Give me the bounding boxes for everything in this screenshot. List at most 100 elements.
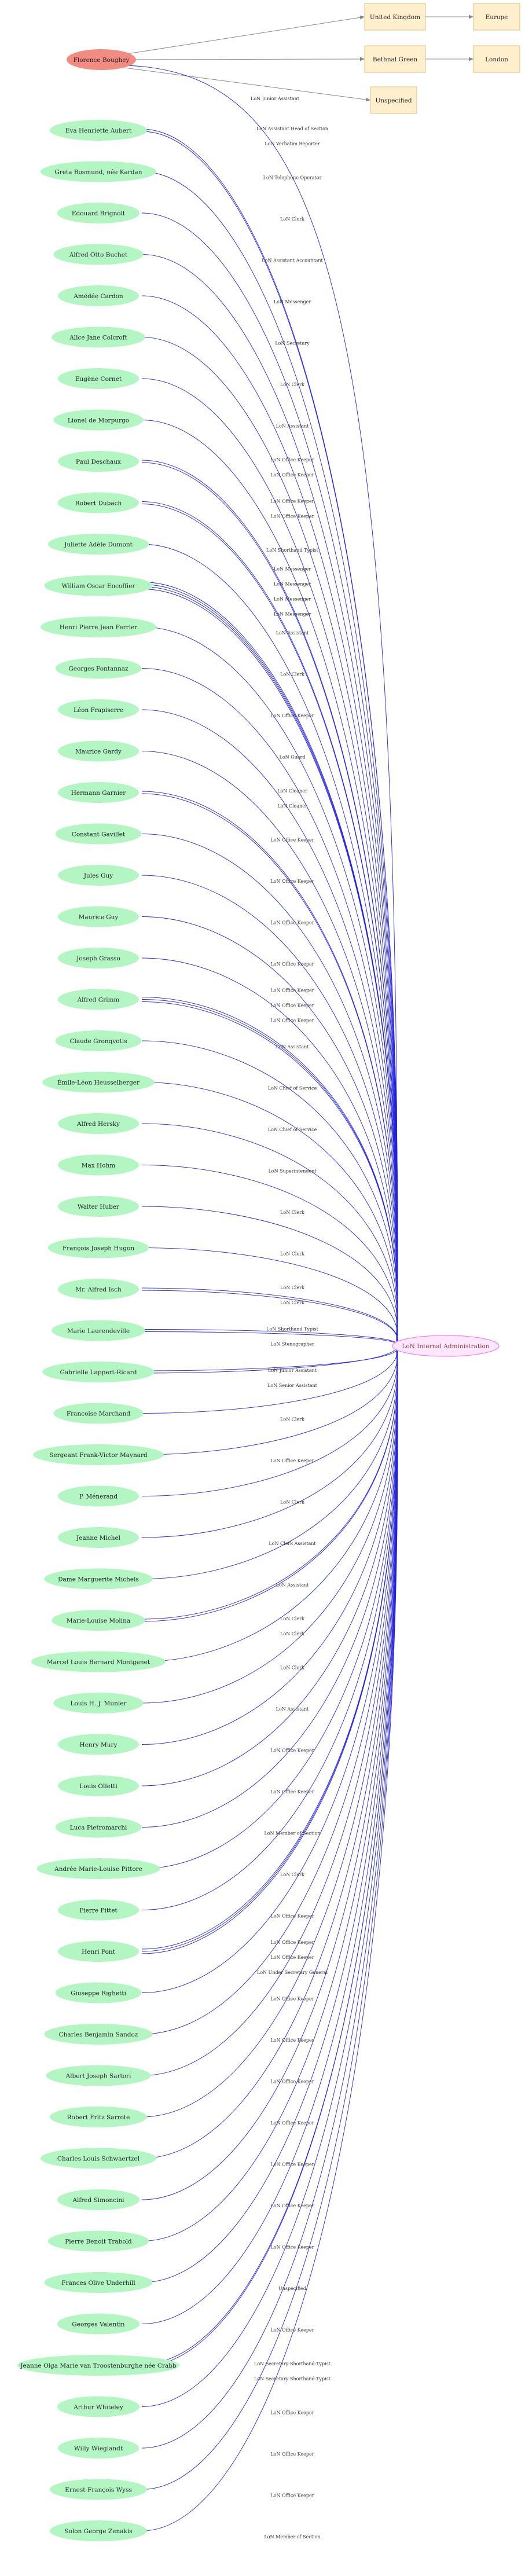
person-node-juliette-adele-dumont[interactable]	[47, 534, 149, 555]
person-node-charles-louis-schwaertzel[interactable]	[41, 2148, 156, 2169]
person-node-marie-laurendeville[interactable]	[52, 1320, 145, 1341]
person-node-label: Léon Frapiserre	[74, 707, 123, 714]
person-node-p-menerand[interactable]	[58, 1485, 139, 1507]
person-node-charles-benjamin-sandoz[interactable]	[44, 2024, 153, 2045]
person-node-henri-pont[interactable]	[58, 1941, 139, 1962]
person-node-pierre-pittet[interactable]	[58, 1899, 139, 1921]
edge-label: LoN Office Keeper	[270, 1955, 314, 1960]
person-node-greta-bosmund-nee-kardan[interactable]	[41, 161, 156, 182]
edge-mr-alfred-isch-to-center	[141, 1287, 398, 1345]
person-node-frances-olive-underhill[interactable]	[44, 2272, 153, 2293]
person-node-joseph-grasso[interactable]	[58, 948, 139, 968]
center-node[interactable]	[392, 1335, 500, 1357]
person-node-alfred-hersky[interactable]	[58, 1113, 139, 1134]
person-node-georges-valentin[interactable]	[57, 2313, 140, 2335]
edge-walter-huber-to-center	[141, 1206, 398, 1345]
person-node-dame-marguerite-michels[interactable]	[44, 1568, 153, 1590]
person-node-eugene-cornet[interactable]	[58, 368, 139, 389]
edge-francois-joseph-hugon-to-center	[141, 1247, 398, 1345]
person-node-maurice-gardy[interactable]	[58, 740, 139, 762]
person-node-louis-olletti[interactable]	[58, 1775, 139, 1796]
person-node-andree-marie-louise-pittore[interactable]	[36, 1858, 160, 1879]
person-node-louis-h-j-munier[interactable]	[53, 1693, 144, 1713]
edge-leon-frapiserre-to-center	[141, 709, 398, 1345]
person-node-sergeant-frank-victor-maynard[interactable]	[33, 1444, 164, 1465]
person-node-eva-henriette-aubert[interactable]	[50, 120, 147, 141]
person-node-arthur-whiteley[interactable]	[57, 2396, 140, 2417]
person-node-label: Claude Gronqvotis	[69, 1038, 127, 1045]
person-node-claude-gronqvotis[interactable]	[55, 1030, 142, 1051]
edge-label: LoN Senior Assistant	[267, 1383, 318, 1388]
person-node-francoise-marchand[interactable]	[53, 1403, 144, 1424]
person-node-giuseppe-righetti[interactable]	[55, 1982, 142, 2003]
edge-georges-fontannaz-to-center	[141, 668, 398, 1345]
person-node-solon-george-zenakis[interactable]	[50, 2520, 147, 2541]
person-node-william-oscar-encoffier[interactable]	[44, 575, 153, 596]
edge-marie-laurendeville-to-center	[141, 1329, 398, 1346]
edge-subject-to-united-kingdom	[127, 16, 365, 54]
person-node-marcel-louis-bernard-montgenet[interactable]	[31, 1651, 166, 1672]
person-node-label: William Oscar Encoffier	[62, 583, 136, 590]
person-node-jeanne-michel[interactable]	[58, 1527, 139, 1548]
person-node-alfred-otto-buchet[interactable]	[53, 244, 144, 265]
edge-label: LoN Assistant Accountant	[262, 258, 323, 263]
person-node-mr-alfred-isch[interactable]	[58, 1279, 139, 1300]
person-node-max-hohm[interactable]	[58, 1154, 139, 1176]
edge-label: LoN Office Keeper	[270, 1789, 314, 1795]
edge-amedee-cardon-to-center	[141, 295, 398, 1345]
edge-label: LoN Member of Section	[264, 1831, 320, 1836]
person-node-maurice-guy[interactable]	[58, 906, 139, 927]
place-node-unspec[interactable]	[370, 86, 417, 114]
edge-dame-marguerite-michels-to-center	[141, 1344, 398, 1579]
edge-label: LoN Cleaner	[277, 788, 307, 794]
person-node-leon-frapiserre[interactable]	[58, 699, 139, 720]
edge-charles-louis-schwaertzel-to-center	[141, 1345, 398, 2159]
person-node-alice-jane-colcroft[interactable]	[52, 326, 145, 348]
edge-jules-guy-to-center	[141, 875, 398, 1346]
person-node-label: François Joseph Hugon	[63, 1245, 135, 1252]
person-node-hermann-garnier[interactable]	[58, 782, 139, 803]
person-node-marie-louise-molina[interactable]	[52, 1610, 145, 1631]
person-node-gabrielle-lappert-ricard[interactable]	[42, 1362, 155, 1382]
edge-label: LoN Office Keeper	[270, 2120, 314, 2126]
edge-uk-to-europe-arrowhead	[469, 14, 473, 19]
edge-bg-to-london-arrowhead	[469, 57, 473, 61]
person-node-albert-joseph-sartori[interactable]	[46, 2065, 151, 2086]
place-node-europe[interactable]	[473, 3, 520, 31]
edge-henri-pont-to-center	[141, 1343, 398, 1950]
person-node-label: Marie-Louise Molina	[67, 1617, 130, 1624]
person-node-walter-huber[interactable]	[58, 1196, 139, 1217]
person-node-jules-guy[interactable]	[58, 865, 139, 886]
edge-label: LoN Verbatim Reporter	[265, 141, 320, 146]
person-node-henri-pierre-jean-ferrier[interactable]	[41, 617, 156, 637]
edge-label: LoN Clerk	[280, 1300, 304, 1305]
person-node-robert-dubach[interactable]	[58, 492, 139, 513]
person-node-paul-deschaux[interactable]	[58, 451, 139, 472]
person-node-alfred-grimm[interactable]	[58, 989, 139, 1010]
person-node-willy-wieglandt[interactable]	[58, 2438, 139, 2458]
person-node-alfred-simoncini[interactable]	[57, 2189, 140, 2210]
person-node-emile-leon-heusselberger[interactable]	[42, 1072, 155, 1093]
person-node-pierre-benoit-trabold[interactable]	[47, 2230, 149, 2252]
edge-label: LoN Messenger	[274, 612, 311, 617]
subject-node[interactable]	[67, 49, 136, 70]
place-node-london[interactable]	[473, 45, 520, 73]
place-node-bg[interactable]	[364, 45, 426, 73]
person-node-constant-gavillet[interactable]	[55, 823, 142, 845]
person-node-robert-fritz-sarrote[interactable]	[50, 2107, 147, 2127]
person-node-jeanne-olga-marie-van-troostenburghe-nee-crabb[interactable]	[17, 2355, 179, 2376]
edge-constant-gavillet-to-center	[141, 834, 398, 1346]
edge-label: LoN Office Keeper	[270, 1018, 314, 1023]
edge-label: LoN Assistant Head of Section	[256, 126, 328, 131]
person-node-henry-mury[interactable]	[58, 1734, 139, 1755]
place-node-uk[interactable]	[364, 3, 426, 31]
person-node-georges-fontannaz[interactable]	[55, 658, 142, 679]
person-node-francois-joseph-hugon[interactable]	[47, 1237, 149, 1258]
person-node-edouard-brignolt[interactable]	[57, 203, 140, 223]
person-node-amedee-cardon[interactable]	[58, 285, 139, 306]
person-node-ernest-francois-wyss[interactable]	[50, 2479, 147, 2500]
person-node-lionel-de-morpurgo[interactable]	[53, 409, 144, 431]
person-node-luca-pietromarchi[interactable]	[55, 1817, 142, 1838]
